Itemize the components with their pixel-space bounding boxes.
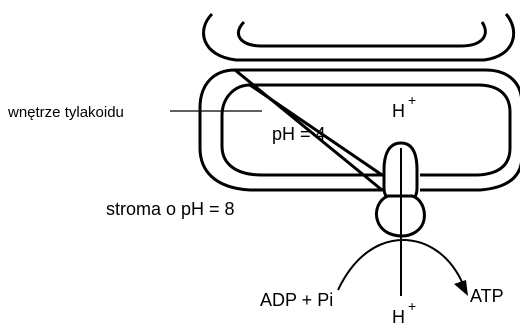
stroma-label: stroma o pH = 8: [106, 199, 235, 219]
lumen-ph-label: pH = 4: [272, 124, 326, 144]
atp-reaction-arc: [337, 238, 463, 291]
thylakoid-outer-membrane: [198, 68, 520, 192]
thylakoid-inner-membrane: [220, 83, 512, 177]
upper-thylakoid-inner-membrane: [237, 20, 487, 48]
atp-arrowhead: [454, 280, 468, 296]
substrates-label: ADP + Pi: [260, 290, 333, 310]
product-label: ATP: [470, 286, 504, 306]
proton-top-charge: +: [408, 92, 416, 108]
proton-top-label: H: [392, 101, 405, 121]
lumen-label: wnętrze tylakoidu: [7, 104, 124, 121]
proton-bottom-charge: +: [408, 298, 416, 314]
proton-bottom-label: H: [392, 307, 405, 327]
upper-thylakoid-outer-membrane: [202, 12, 516, 62]
